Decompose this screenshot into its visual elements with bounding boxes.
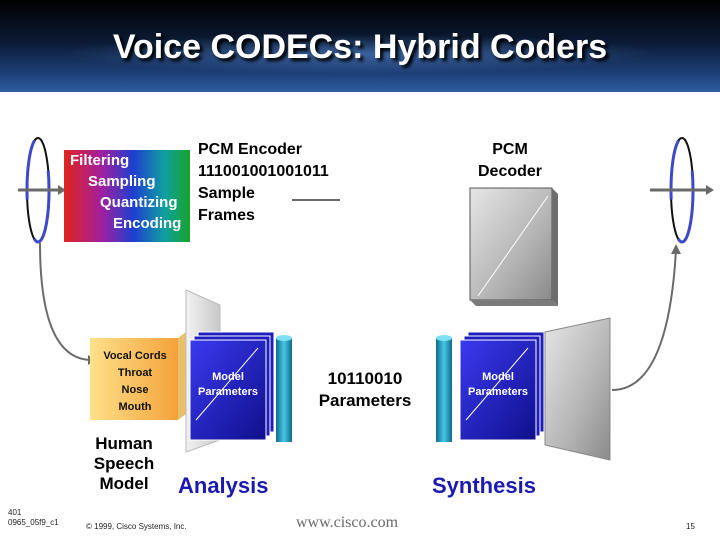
pcm-stage-quantizing: Quantizing [100, 194, 178, 211]
vocal-tract-mouth: Mouth [118, 401, 152, 413]
pcm-decoder-subtitle: Decoder [477, 163, 543, 180]
pcm-decoder-title: PCM [492, 141, 528, 158]
bitstream-label: 10110010 Parameters [300, 368, 430, 412]
human-speech-model-line-3: Model [99, 474, 149, 493]
analysis-parameters-text: Model Parameters [190, 370, 266, 400]
footer-page-number: 15 [686, 522, 695, 531]
footer-website: www.cisco.com [296, 514, 399, 531]
pcm-stages-block [64, 150, 190, 242]
pcm-encoder-bits: 111001001001011 [198, 163, 329, 180]
slide-title: Voice CODECs: Hybrid Coders [112, 28, 608, 66]
vocal-tract-labels: Vocal Cords Throat Nose Mouth [92, 348, 178, 416]
analysis-parameters-line-1: Model [212, 371, 244, 383]
pcm-stage-encoding: Encoding [113, 215, 182, 232]
pcm-stage-sampling: Sampling [88, 173, 156, 190]
input-signal-loop [18, 136, 66, 244]
pcm-encoder-title: PCM Encoder [198, 141, 303, 158]
synthesis-cylinder [436, 335, 452, 442]
pcm-stage-filtering: Filtering [70, 152, 130, 169]
synthesis-funnel [544, 317, 611, 461]
vocal-tract-vocal-cords: Vocal Cords [103, 350, 167, 362]
title-bar [0, 0, 720, 92]
analysis-cylinder [276, 335, 292, 442]
synthesis-parameters-text: Model Parameters [460, 370, 536, 400]
speech-to-model-arrow [39, 242, 93, 361]
footer-copyright: © 1999, Cisco Systems, Inc. [86, 522, 187, 531]
title-glow [60, 34, 660, 74]
pcm-encoder-frames: Frames [198, 207, 255, 224]
analysis-heading: Analysis [178, 473, 269, 498]
bitstream-parameters: Parameters [318, 391, 412, 410]
human-speech-model-line-1: Human [95, 434, 153, 453]
human-speech-model-line-2: Speech [93, 454, 155, 473]
synthesis-heading: Synthesis [432, 473, 536, 498]
synthesis-parameter-stack [459, 331, 545, 441]
pcm-decoder-box [469, 187, 558, 306]
output-signal-loop [650, 136, 714, 244]
footer-code-2: 0965_05f9_c1 [8, 518, 59, 527]
human-speech-model-label: Human Speech Model [84, 434, 164, 494]
bitstream-bits: 10110010 [327, 369, 403, 388]
synthesis-parameters-line-1: Model [482, 371, 514, 383]
analysis-parameter-stack [189, 331, 275, 441]
synthesis-to-speech-arrow [611, 249, 677, 391]
vocal-tract-throat: Throat [117, 367, 153, 379]
synthesis-parameters-line-2: Parameters [468, 386, 528, 398]
pcm-encoder-sample: Sample [198, 185, 255, 202]
footer-code-1: 401 [8, 508, 22, 517]
vocal-tract-nose: Nose [121, 384, 149, 396]
analysis-parameters-line-2: Parameters [198, 386, 258, 398]
